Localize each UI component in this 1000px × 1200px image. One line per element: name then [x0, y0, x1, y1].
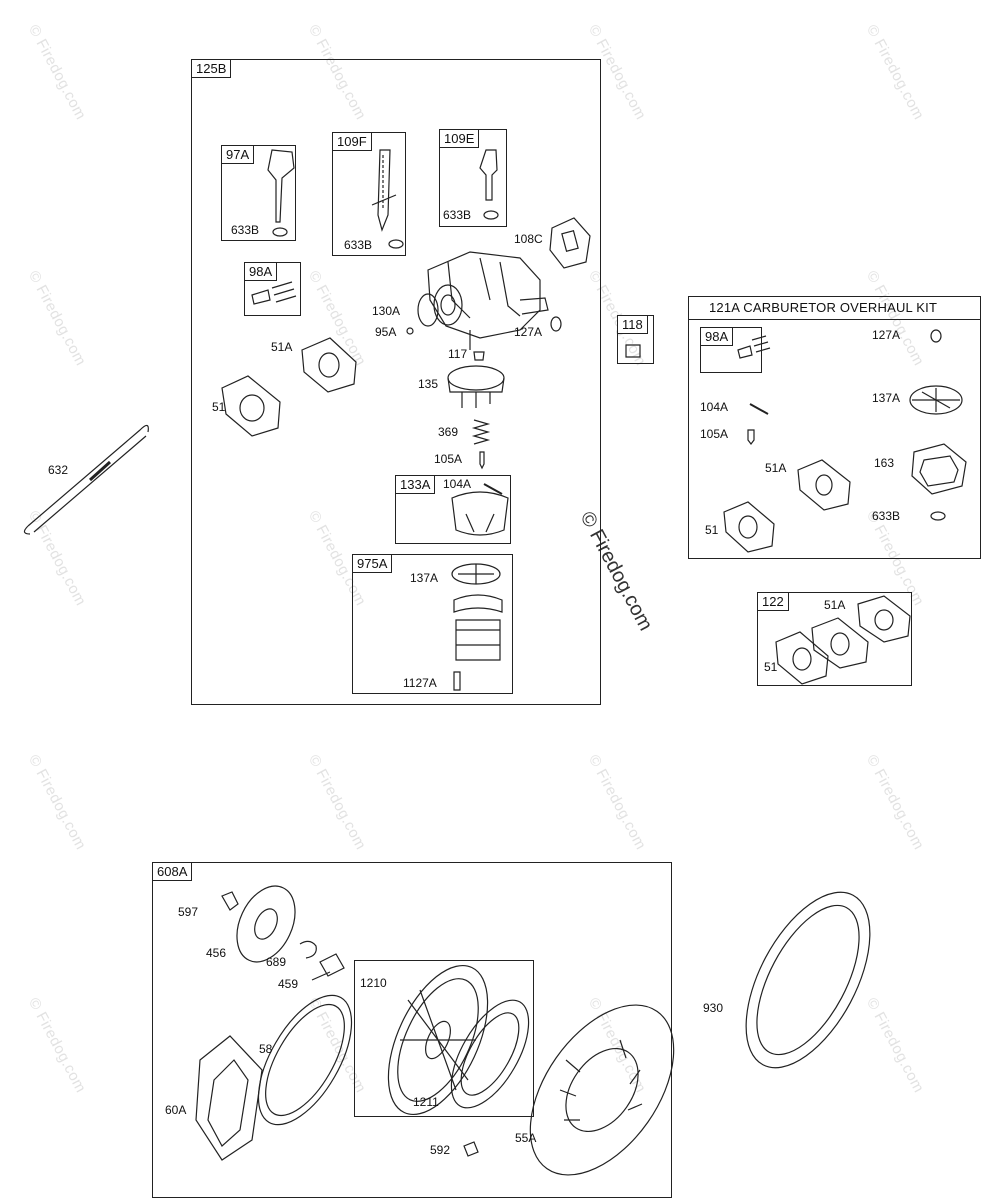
group-label: 975A — [353, 555, 393, 573]
starter-parts-drawing — [195, 885, 675, 1176]
callout-104a-kit: 104A — [700, 400, 729, 414]
group-label: 118 — [618, 316, 648, 334]
gasket-set-122-drawing — [775, 595, 911, 685]
callout-137a-kit: 137A — [872, 391, 901, 405]
group-125b: 125B — [191, 59, 601, 705]
group-label: 98A — [701, 328, 734, 346]
screw-spring-drawing — [251, 281, 297, 305]
group-label: 125B — [192, 60, 232, 78]
callout-632: 632 — [48, 463, 69, 477]
group-97a: 97A — [221, 145, 296, 241]
callout-633b: 633B — [344, 238, 373, 252]
callout-369: 369 — [438, 425, 459, 439]
callout-130a: 130A — [372, 304, 401, 318]
callout-137a: 137A — [410, 571, 439, 585]
kit-drawings — [723, 329, 967, 553]
group-label: 122 — [758, 593, 789, 611]
gasket-51a-drawing — [301, 337, 357, 393]
callout-930: 930 — [703, 1001, 724, 1015]
group-975a: 975A — [352, 554, 513, 694]
callout-105a: 105A — [434, 452, 463, 466]
spring-drawing — [471, 419, 491, 445]
kit-title: 121A CARBURETOR OVERHAUL KIT — [689, 297, 980, 320]
callout-163-kit: 163 — [874, 456, 895, 470]
callout-95a: 95A — [375, 325, 397, 339]
callout-51: 51 — [212, 400, 226, 414]
housing-930-drawing — [745, 891, 871, 1069]
callout-51a-122: 51A — [824, 598, 846, 612]
group-109e: 109E — [439, 129, 507, 227]
gasket-51-drawing — [221, 375, 281, 437]
callout-633b-kit: 633B — [872, 509, 901, 523]
choke-shaft-drawing — [267, 149, 295, 237]
link-rod-drawing — [23, 424, 149, 535]
group-98a-kit: 98A — [700, 327, 762, 373]
callout-633b: 633B — [443, 208, 472, 222]
group-121a-kit: 121A CARBURETOR OVERHAUL KIT — [688, 296, 981, 559]
callout-1127a: 1127A — [403, 676, 437, 690]
callout-51a-kit: 51A — [765, 461, 787, 475]
callout-689: 689 — [266, 955, 287, 969]
group-122: 122 — [757, 592, 912, 686]
callout-459: 459 — [278, 977, 299, 991]
group-1210 — [354, 960, 534, 1117]
callout-127a: 127A — [514, 325, 543, 339]
float-drawing — [447, 365, 505, 408]
shaft-drawing-109e — [479, 149, 499, 220]
air-filter-drawing — [451, 563, 503, 691]
group-label: 98A — [245, 263, 278, 281]
group-109f: 109F — [332, 132, 406, 256]
group-label: 109F — [333, 133, 372, 151]
callout-108c: 108C — [514, 232, 543, 246]
callout-58: 58 — [259, 1042, 273, 1056]
callout-127a-kit: 127A — [872, 328, 901, 342]
callout-117: 117 — [448, 347, 468, 361]
callout-104a: 104A — [443, 477, 472, 491]
callout-105a-kit: 105A — [700, 427, 729, 441]
needle-drawing — [479, 451, 485, 470]
callout-55a: 55A — [515, 1131, 537, 1145]
callout-51-kit: 51 — [705, 523, 719, 537]
group-133a: 133A — [395, 475, 511, 544]
callout-456: 456 — [206, 946, 227, 960]
group-label: 97A — [222, 146, 255, 164]
group-label: 109E — [440, 130, 480, 148]
o-ring-drawing — [550, 316, 562, 332]
group-label: 133A — [396, 476, 436, 494]
throttle-shaft-drawing — [371, 149, 404, 249]
group-98a: 98A — [244, 262, 301, 316]
callout-1211: 1211 — [413, 1095, 439, 1109]
callout-51a: 51A — [271, 340, 293, 354]
throttle-plate-drawing — [417, 293, 439, 327]
callout-51-122: 51 — [764, 660, 778, 674]
gasket-108c-drawing — [549, 217, 591, 269]
callout-1210: 1210 — [360, 976, 387, 990]
part-118-drawing — [625, 344, 641, 358]
callout-135: 135 — [418, 377, 439, 391]
callout-592: 592 — [430, 1143, 451, 1157]
callout-597: 597 — [178, 905, 199, 919]
bowl-drawing — [451, 491, 509, 536]
group-608a: 608A — [152, 862, 672, 1198]
group-118: 118 — [617, 315, 654, 364]
callout-60a: 60A — [165, 1103, 187, 1117]
callout-633b: 633B — [231, 223, 260, 237]
group-label: 608A — [153, 863, 193, 881]
jet-drawing — [473, 351, 485, 361]
